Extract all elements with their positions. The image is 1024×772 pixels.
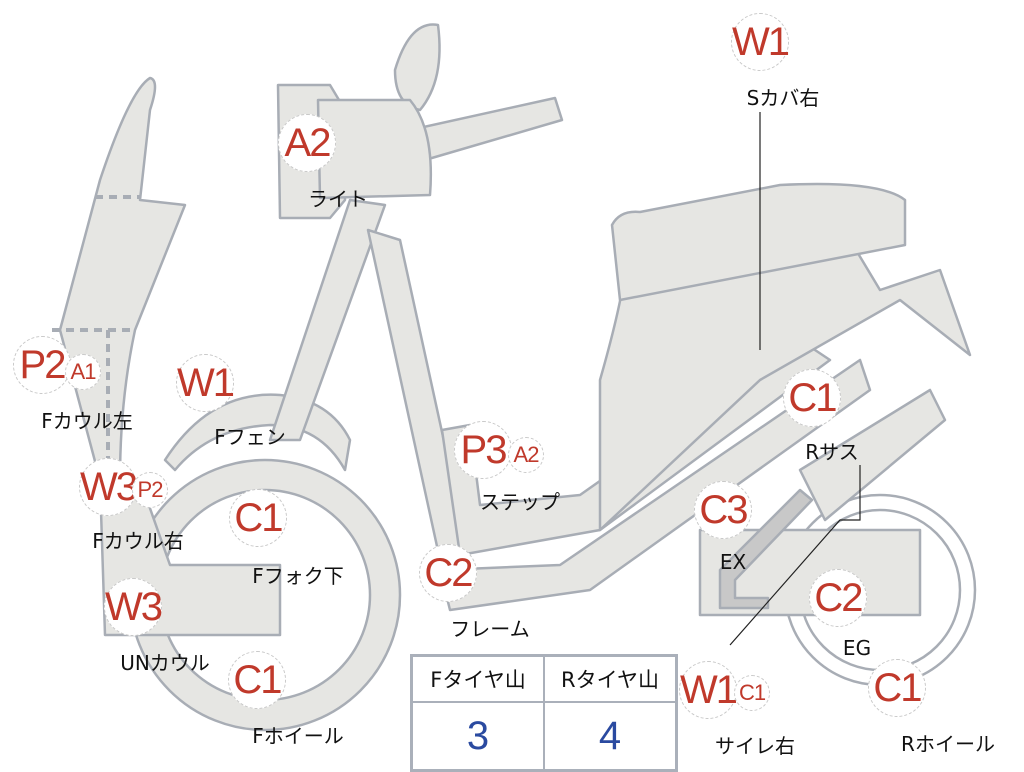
tire-tread-table: Fタイヤ山 Rタイヤ山 3 4 [410, 654, 678, 772]
damage-code: P2 [13, 336, 71, 394]
part-label: Sカバ右 [746, 86, 820, 110]
front-tire-value: 3 [410, 701, 545, 772]
seat [610, 182, 907, 302]
damage-code: C3 [694, 481, 752, 539]
part-label: EX [719, 550, 747, 574]
part-label: Fフェン [214, 425, 286, 449]
mirror [393, 23, 441, 112]
part-label: ステップ [480, 490, 560, 514]
damage-code: W1 [176, 354, 235, 412]
part-label: Fカウル右 [92, 529, 184, 553]
part-label: Fホイール [252, 724, 344, 748]
rear-suspension [798, 388, 947, 522]
handlebar [408, 96, 564, 162]
part-label: ライト [308, 187, 368, 211]
exhaust [718, 488, 814, 610]
damage-code: W1 [731, 13, 790, 71]
damage-code: W3 [104, 578, 163, 636]
damage-code: C2 [419, 544, 477, 602]
damage-code-secondary: A1 [65, 354, 101, 390]
damage-code: A2 [278, 114, 336, 172]
rear-tire-header: Rタイヤ山 [543, 654, 678, 703]
part-label: Fフォク下 [252, 564, 344, 588]
rear-tire-value: 4 [543, 701, 678, 772]
damage-code: C1 [868, 659, 926, 717]
damage-code-secondary: A2 [508, 437, 544, 473]
damage-code: C1 [229, 489, 287, 547]
damage-code: W3 [79, 458, 138, 516]
part-label: サイレ右 [715, 734, 795, 758]
damage-code: C2 [809, 569, 867, 627]
damage-code: C1 [783, 369, 841, 427]
part-label: フレーム [450, 617, 530, 641]
part-label: Fカウル左 [41, 409, 133, 433]
damage-code: C1 [228, 651, 286, 709]
front-fork [268, 198, 387, 442]
part-label: Rサス [805, 440, 859, 464]
damage-code: P3 [454, 421, 512, 479]
damage-code-secondary: P2 [132, 472, 168, 508]
front-tire-header: Fタイヤ山 [410, 654, 545, 703]
part-label: UNカウル [120, 651, 210, 675]
damage-code: W1 [679, 661, 738, 719]
damage-code-secondary: C1 [734, 675, 770, 711]
part-label: Rホイール [901, 732, 995, 756]
part-label: EG [842, 636, 872, 660]
